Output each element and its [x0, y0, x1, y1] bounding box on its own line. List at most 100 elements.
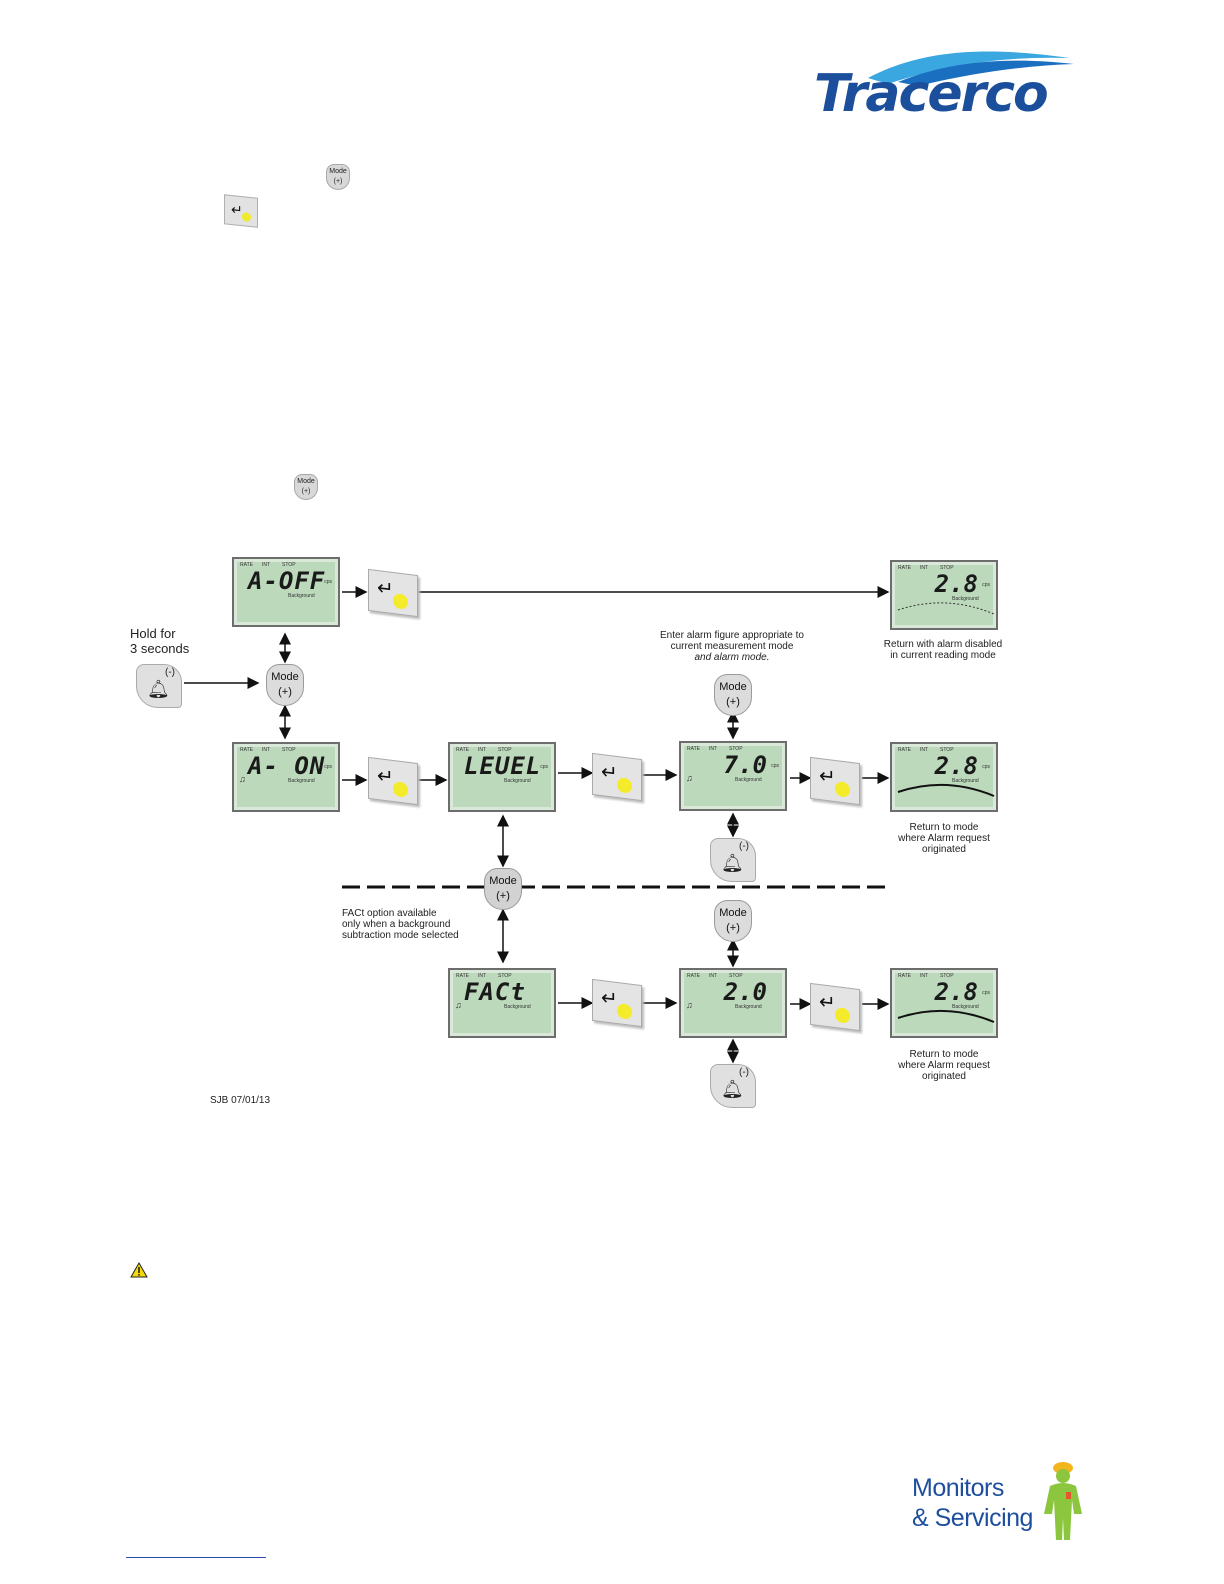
lcd-fact-text: FACt [464, 978, 526, 1006]
indicator-stop: STOP [940, 565, 954, 571]
lcd-unit: cps [324, 764, 332, 770]
bell-icon: 🔔︎ [147, 679, 170, 699]
bell-icon: 🔔︎ [721, 1079, 744, 1099]
enter-light-icon [835, 781, 850, 798]
lcd-a-on-text: A- ON [248, 752, 326, 780]
lcd-a-off: RATE INT STOP A-OFF cps Background [232, 557, 340, 627]
indicator-stop: STOP [940, 973, 954, 979]
note-line: where Alarm request [898, 833, 990, 844]
analog-scale-icon [897, 602, 995, 615]
indicator-rate: RATE [240, 747, 253, 753]
indicator-rate: RATE [456, 973, 469, 979]
hold-line-2: 3 seconds [130, 641, 190, 656]
minus-label: (-) [739, 841, 749, 852]
enter-light-icon [393, 593, 408, 610]
lcd-reading-value: 2.8 [934, 570, 978, 598]
enter-arrow-icon: ↵ [601, 761, 618, 786]
note-line: originated [922, 844, 966, 855]
indicator-int: INT [709, 973, 718, 979]
indicator-stop: STOP [282, 562, 296, 568]
lcd-background-label: Background [504, 1004, 531, 1010]
mode-plus-icon: Mode (+) [326, 164, 350, 190]
note-line: Return to mode [909, 822, 979, 833]
note-line: current measurement mode [670, 641, 794, 652]
note-line: in current reading mode [890, 650, 996, 661]
lcd-background-label: Background [952, 1004, 979, 1010]
enter-button-5: ↵ [592, 978, 642, 1028]
lcd-reading-disabled: RATE INT STOP 2.8 cps Background [890, 560, 998, 630]
enter-button-6: ↵ [810, 982, 860, 1032]
lcd-background-label: Background [288, 778, 315, 784]
mode-label: Mode [489, 875, 517, 887]
enter-light-icon [617, 1003, 632, 1020]
enter-light-icon [835, 1007, 850, 1024]
note-line: Return to mode [909, 1049, 979, 1060]
indicator-int: INT [920, 747, 929, 753]
footer-logo-line-1: Monitors [912, 1474, 1004, 1502]
lcd-unit: cps [982, 764, 990, 770]
wave-icon [868, 51, 1074, 84]
worker-figure-icon [1044, 1462, 1082, 1540]
alarm-minus-button: (-) 🔔︎ [136, 664, 182, 708]
lcd-reading-return-2: RATE INT STOP 2.8 cps Background [890, 968, 998, 1038]
lcd-level: RATE INT STOP LEUEL cps Background [448, 742, 556, 812]
enter-button-3: ↵ [592, 752, 642, 802]
enter-button-2: ↵ [368, 756, 418, 806]
indicator-stop: STOP [498, 747, 512, 753]
mode-button-1: Mode (+) [266, 664, 304, 706]
indicator-int: INT [262, 747, 271, 753]
lcd-unit: cps [982, 582, 990, 588]
enter-arrow-icon: ↵ [819, 991, 836, 1016]
lcd-unit: cps [982, 990, 990, 996]
lcd-bell-icon: ♫ [686, 773, 693, 783]
analog-scale-icon [897, 1009, 995, 1023]
enter-light-icon [617, 777, 632, 794]
enter-arrow-icon: ↵ [601, 987, 618, 1012]
lcd-level-number: 7.0 [723, 751, 767, 779]
note-fact-option: FACt option available only when a backgr… [342, 908, 492, 941]
note-enter-alarm: Enter alarm figure appropriate to curren… [650, 630, 814, 663]
note-line: subtraction mode selected [342, 930, 459, 941]
lcd-unit: cps [540, 764, 548, 770]
lcd-background-label: Background [504, 778, 531, 784]
plus-label: (+) [278, 686, 292, 698]
indicator-int: INT [262, 562, 271, 568]
note-line: originated [922, 1071, 966, 1082]
note-return-disabled: Return with alarm disabled in current re… [880, 639, 1006, 661]
note-line: Return with alarm disabled [883, 639, 1003, 650]
lcd-unit: cps [771, 763, 779, 769]
indicator-rate: RATE [687, 746, 700, 752]
plus-label: (+) [726, 922, 740, 934]
mini-plus-label-2: (+) [301, 488, 311, 495]
lcd-fact: RATE INT STOP FACt Background ♫ [448, 968, 556, 1038]
indicator-int: INT [709, 746, 718, 752]
mode-button-2: Mode (+) [714, 674, 752, 716]
indicator-rate: RATE [898, 565, 911, 571]
indicator-stop: STOP [498, 973, 512, 979]
lcd-unit: cps [324, 579, 332, 585]
mode-plus-icon-2: Mode (+) [294, 474, 318, 500]
hold-line-1: Hold for [130, 626, 176, 641]
alarm-minus-button-3: (-) 🔔︎ [710, 1064, 756, 1108]
warning-icon [130, 1262, 148, 1278]
indicator-stop: STOP [940, 747, 954, 753]
mini-mode-label: Mode [329, 168, 347, 175]
indicator-stop: STOP [729, 973, 743, 979]
lcd-background-label: Background [735, 1004, 762, 1010]
note-line: and alarm mode. [694, 652, 770, 663]
mode-button-4: Mode (+) [714, 900, 752, 942]
indicator-rate: RATE [687, 973, 700, 979]
mode-button-3: Mode (+) [484, 868, 522, 910]
indicator-int: INT [478, 747, 487, 753]
brand-name: Tracerco [814, 64, 1049, 124]
lcd-bell-icon: ♫ [455, 1000, 462, 1010]
note-return-mode-2: Return to mode where Alarm request origi… [884, 1049, 1004, 1082]
lcd-level-text: LEUEL [464, 752, 542, 780]
hold-note: Hold for 3 seconds [130, 626, 189, 656]
lcd-reading-value: 2.8 [934, 978, 978, 1006]
minus-label: (-) [165, 667, 175, 678]
lcd-reading-return: RATE INT STOP 2.8 cps Background [890, 742, 998, 812]
indicator-rate: RATE [898, 747, 911, 753]
lcd-background-label: Background [952, 778, 979, 784]
mini-mode-label-2: Mode [297, 478, 315, 485]
